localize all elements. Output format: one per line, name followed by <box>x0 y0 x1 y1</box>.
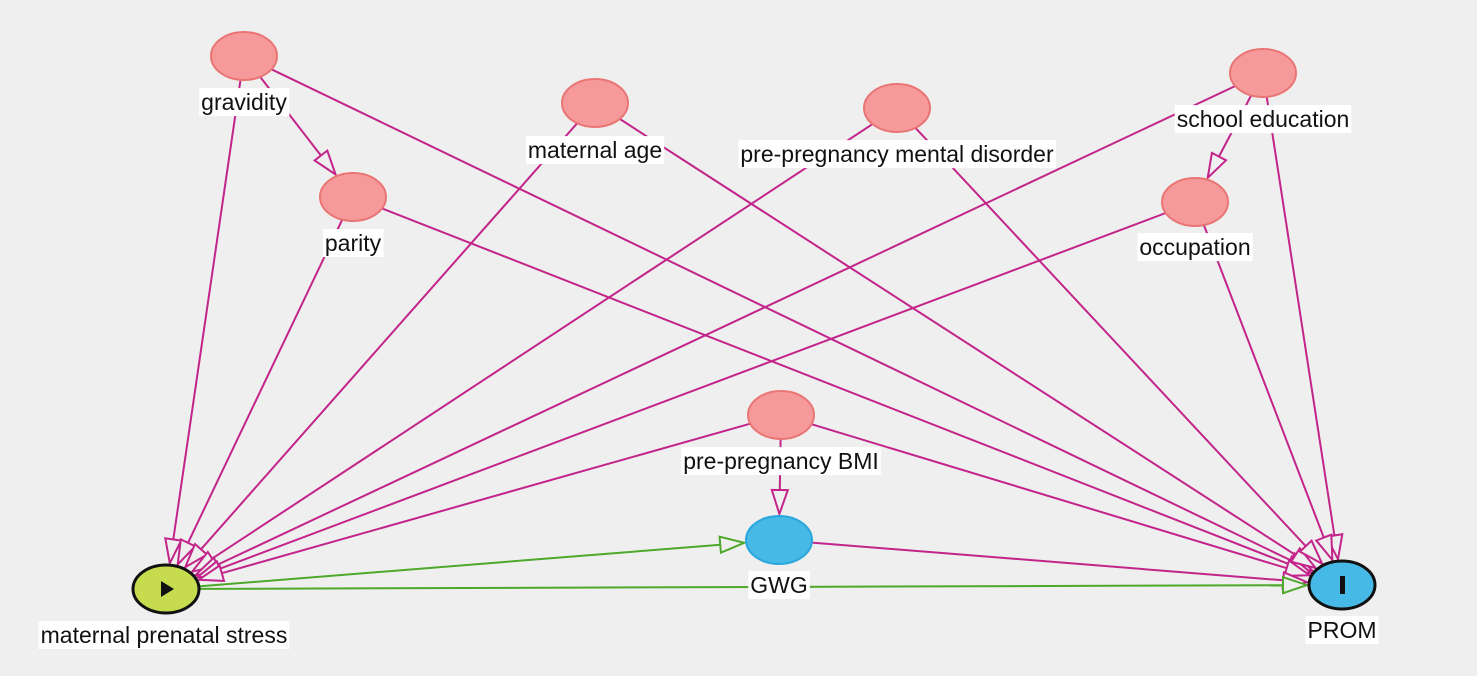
node-gravidity[interactable] <box>210 31 278 81</box>
node-label-text: pre-pregnancy BMI <box>683 448 879 474</box>
node-ellipse <box>747 390 815 440</box>
edge-occupation-to-prom[interactable] <box>1202 224 1334 563</box>
node-label-occupation: occupation <box>1137 233 1253 262</box>
arrowhead-icon <box>1206 151 1228 181</box>
node-ellipse <box>561 78 629 128</box>
edge-gravidity-to-stress[interactable] <box>164 79 242 567</box>
node-stress[interactable] <box>131 563 201 615</box>
arrowhead-icon <box>312 148 338 177</box>
node-label-text: maternal age <box>528 137 662 163</box>
arrowhead-icon <box>770 488 790 518</box>
node-label-text: maternal prenatal stress <box>41 622 288 648</box>
label-background <box>1174 105 1352 134</box>
node-bmi[interactable] <box>747 390 815 440</box>
arrowhead-icon <box>183 542 209 570</box>
node-label-text: GWG <box>750 572 808 598</box>
edge-bmi-to-stress[interactable] <box>195 422 751 582</box>
node-ellipse <box>210 31 278 81</box>
edge-line <box>271 68 1292 562</box>
node-label-parity: parity <box>322 229 384 258</box>
node-ellipse <box>1161 177 1229 227</box>
bar-icon <box>1340 576 1345 594</box>
edge-line <box>172 79 242 540</box>
edge-line <box>211 123 874 560</box>
arrowhead-icon <box>1289 546 1319 570</box>
edge-maternal_age-to-stress[interactable] <box>183 122 578 570</box>
edge-line <box>187 219 344 544</box>
labels-layer: gravidity maternal age pre-pregnancy menta… <box>38 88 1379 650</box>
edge-line <box>1265 96 1336 536</box>
node-label-text: PROM <box>1308 617 1377 643</box>
node-label-text: pre-pregnancy mental disorder <box>740 141 1054 167</box>
node-mental[interactable] <box>863 83 931 133</box>
edge-stress-to-prom[interactable] <box>198 575 1311 595</box>
label-background <box>748 571 810 600</box>
arrowhead-icon <box>164 537 183 567</box>
node-label-mental: pre-pregnancy mental disorder <box>738 140 1056 169</box>
node-maternal_age[interactable] <box>561 78 629 128</box>
edge-line <box>221 422 751 575</box>
label-background <box>1305 616 1379 645</box>
label-background <box>1137 233 1253 262</box>
edges-layer <box>164 68 1344 595</box>
node-school[interactable] <box>1229 48 1297 98</box>
arrowhead-icon <box>718 535 748 555</box>
arrowhead-icon <box>195 563 226 582</box>
node-label-text: parity <box>325 230 382 256</box>
node-label-text: occupation <box>1139 234 1250 260</box>
label-background <box>681 447 881 476</box>
node-label-school: school education <box>1174 105 1352 134</box>
node-label-text: school education <box>1177 106 1350 132</box>
node-label-bmi: pre-pregnancy BMI <box>681 447 881 476</box>
edge-line <box>811 541 1284 582</box>
edge-line <box>1202 224 1325 538</box>
arrowhead-icon <box>176 537 197 568</box>
edge-line <box>381 207 1290 566</box>
edge-maternal_age-to-prom[interactable] <box>619 118 1319 570</box>
node-ellipse <box>745 515 813 565</box>
edge-line <box>811 423 1287 570</box>
edge-line <box>198 584 1284 590</box>
arrowhead-icon <box>1282 558 1313 577</box>
arrowhead-icon <box>1314 533 1334 563</box>
edge-line <box>914 127 1307 547</box>
node-label-maternal_age: maternal age <box>525 136 665 165</box>
edge-line <box>216 85 1236 566</box>
play-icon <box>161 581 174 597</box>
node-label-stress: maternal prenatal stress <box>38 621 290 650</box>
node-label-gravidity: gravidity <box>199 88 290 117</box>
node-gwg[interactable] <box>745 515 813 565</box>
node-label-text: gravidity <box>201 89 287 115</box>
label-background <box>525 136 665 165</box>
node-ellipse <box>863 83 931 133</box>
edge-parity-to-stress[interactable] <box>176 219 344 568</box>
node-ellipse <box>1229 48 1297 98</box>
node-label-prom: PROM <box>1305 616 1379 645</box>
edge-line <box>200 122 578 550</box>
arrowhead-icon <box>1298 539 1325 567</box>
label-background <box>38 621 290 650</box>
nodes-layer <box>131 31 1377 615</box>
edge-line <box>619 118 1297 556</box>
edge-line <box>219 212 1167 570</box>
label-background <box>322 229 384 258</box>
node-occupation[interactable] <box>1161 177 1229 227</box>
edge-mental-to-prom[interactable] <box>914 127 1325 567</box>
label-background <box>738 140 1056 169</box>
arrowhead-icon <box>1282 575 1311 595</box>
node-label-gwg: GWG <box>748 571 810 600</box>
edge-bmi-to-prom[interactable] <box>811 423 1313 577</box>
node-ellipse <box>319 172 387 222</box>
node-parity[interactable] <box>319 172 387 222</box>
edge-stress-to-gwg[interactable] <box>198 535 748 588</box>
edge-line <box>198 543 721 588</box>
label-background <box>199 88 290 117</box>
node-prom[interactable] <box>1307 559 1377 611</box>
